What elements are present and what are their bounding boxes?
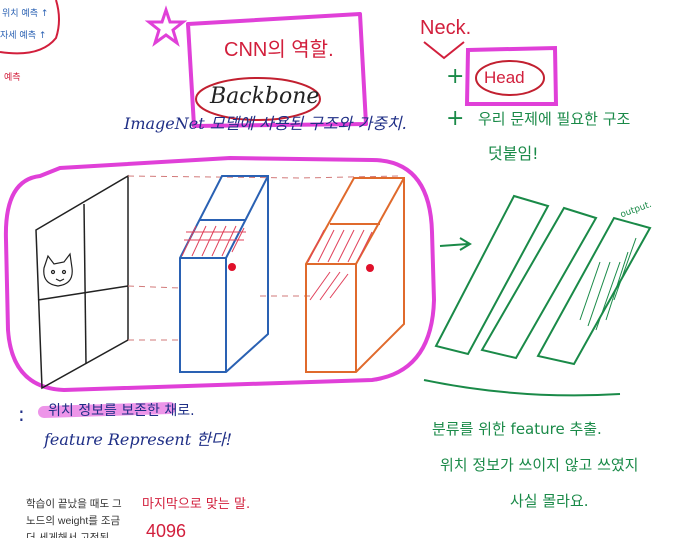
output-bars	[434, 194, 652, 366]
plus-sign-2: +	[446, 106, 465, 131]
corner-note-2: 자세 예측 ↑	[0, 31, 47, 41]
snippet-line: 더 세게해서 고정된	[26, 532, 110, 538]
blue-hatch	[181, 225, 246, 257]
orange-red-dot	[366, 264, 374, 272]
blue-red-dot	[228, 263, 236, 271]
orange-hatch	[307, 229, 373, 301]
head-highlight-box	[464, 45, 559, 106]
blue-block	[179, 175, 269, 373]
output-bar-hatch	[579, 237, 637, 331]
orange-block	[305, 177, 405, 373]
snippet-line: 노드의 weight를 조금	[26, 515, 121, 527]
head-desc-line2: 덧붙임!	[488, 144, 539, 163]
head-desc-line1: 우리 문제에 필요한 구조	[478, 110, 631, 128]
green-note-line3: 사실 몰라요.	[510, 492, 589, 510]
backbone-label: Backbone	[210, 84, 320, 109]
star-doodle	[144, 5, 188, 47]
note-bullet: :	[18, 402, 25, 426]
plus-sign-1: +	[446, 64, 465, 89]
corner-red-outline	[0, 0, 60, 55]
input-plane	[35, 174, 129, 390]
head-label: Head	[484, 68, 525, 87]
lower-number: 4096	[146, 521, 187, 541]
dashed-guides	[127, 175, 399, 341]
green-arrow	[439, 237, 472, 251]
cat-doodle	[43, 252, 73, 287]
green-note-line1: 분류를 위한 feature 추출.	[432, 420, 602, 438]
neck-label: Neck.	[420, 17, 472, 39]
corner-note-3: 예측	[4, 73, 21, 83]
note-highlight	[38, 402, 176, 418]
feature-map-highlight	[3, 155, 437, 393]
note-line2: feature Represent 한다!	[44, 430, 233, 449]
head-ellipse	[475, 60, 545, 96]
title-highlight-box	[186, 12, 368, 128]
green-note-line2: 위치 정보가 쓰이지 않고 쓰였지	[440, 456, 639, 474]
neck-checkmark	[423, 41, 465, 60]
note-line1: 위치 정보를 보존한 채로.	[48, 403, 195, 419]
corner-note-1: 위치 예측 ↑	[2, 9, 49, 19]
text-snippet: 학습이 끝났을 때도 그 노드의 weight를 조금 더 세게해서 고정된	[26, 496, 124, 538]
page-title: CNN의 역할.	[224, 39, 334, 61]
backbone-desc: ImageNet 모델에 사용된 구조와 가중치.	[124, 114, 407, 133]
bars-underline	[423, 379, 621, 397]
snippet-line: 학습이 끝났을 때도 그	[26, 498, 122, 510]
backbone-ellipse	[195, 77, 321, 121]
lower-red-note: 마지막으로 맞는 말.	[142, 497, 251, 512]
